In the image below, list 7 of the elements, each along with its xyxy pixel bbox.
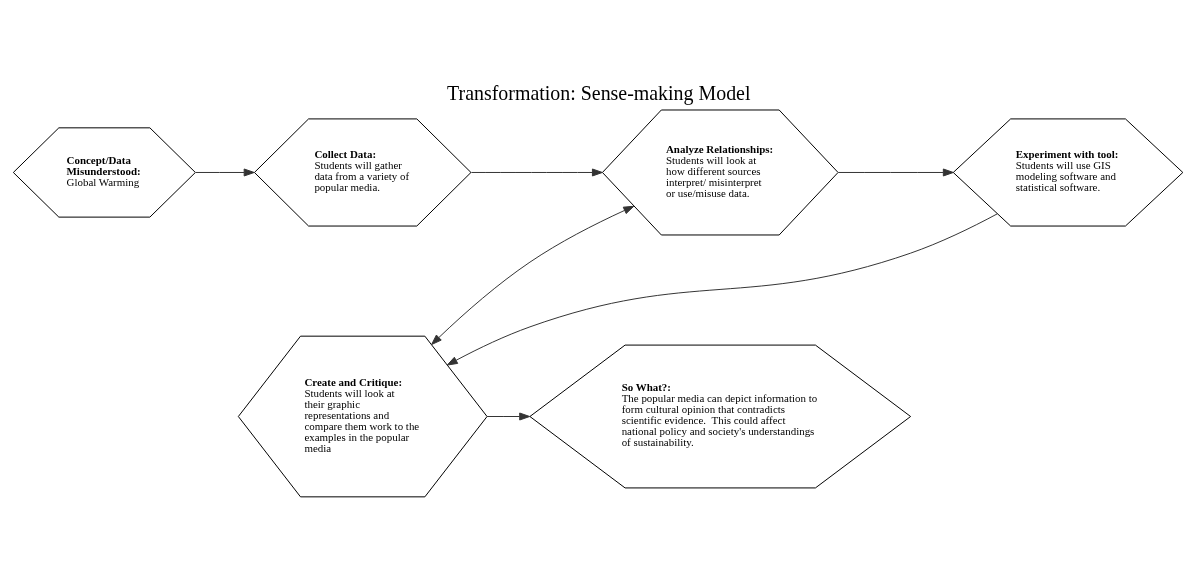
arrow	[431, 205, 635, 345]
arrow	[486, 412, 531, 421]
arrow	[446, 213, 998, 366]
arrow	[195, 168, 255, 177]
arrow	[470, 168, 603, 177]
arrow	[837, 168, 954, 177]
diagram-title: Transformation: Sense-making Model	[447, 81, 751, 104]
